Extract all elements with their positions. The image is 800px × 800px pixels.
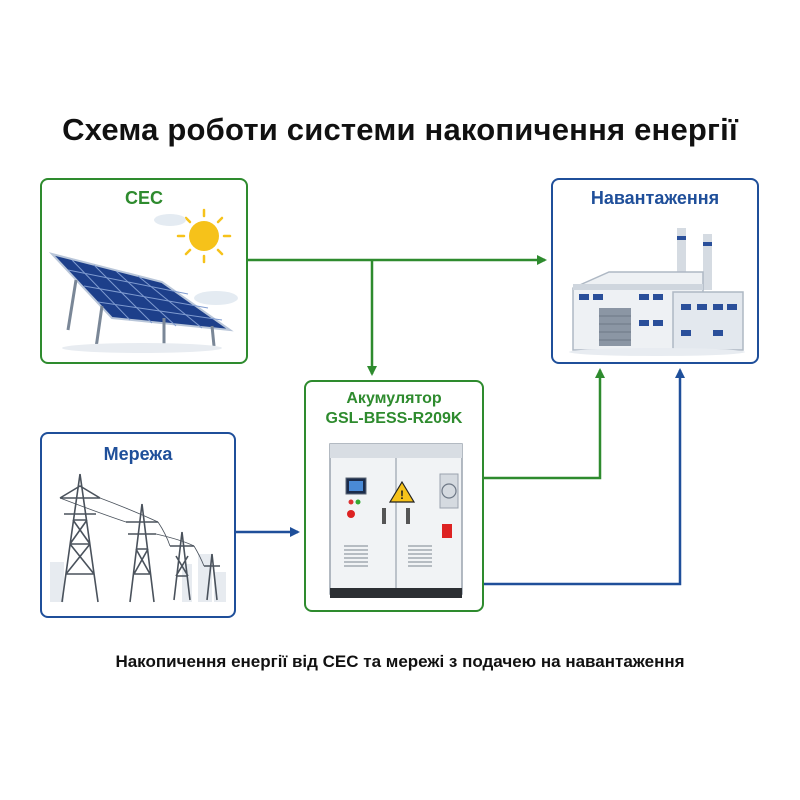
sun-icon: [176, 208, 232, 264]
ses-node: СЕС: [40, 178, 248, 364]
battery-cabinet-icon: [329, 443, 463, 598]
warning-icon: !: [388, 480, 416, 503]
grid-label: Мережа: [103, 444, 173, 464]
diagram-title: Схема роботи системи накопичення енергії: [62, 112, 738, 147]
svg-text:!: !: [400, 488, 404, 502]
solar-panel-icon: [48, 252, 234, 353]
arrow-battery-to-load-green: [484, 368, 605, 480]
load-node: Навантаження: [551, 178, 759, 364]
load-label: Навантаження: [590, 188, 720, 208]
factory-icon: [569, 228, 745, 356]
battery-node: Акумулятор GSL-BESS-R209K: [304, 380, 484, 612]
arrow-battery-to-load-blue: [484, 368, 685, 586]
diagram-caption: Накопичення енергії від СЕС та мережі з …: [115, 652, 685, 671]
battery-label-line2: GSL-BESS-R209K: [325, 410, 463, 427]
battery-label-line1: Акумулятор: [346, 390, 442, 407]
cloud-icon: [154, 214, 238, 305]
ses-label: СЕС: [124, 188, 163, 208]
power-tower-icon: [59, 473, 220, 603]
grid-node: Мережа: [40, 432, 236, 618]
